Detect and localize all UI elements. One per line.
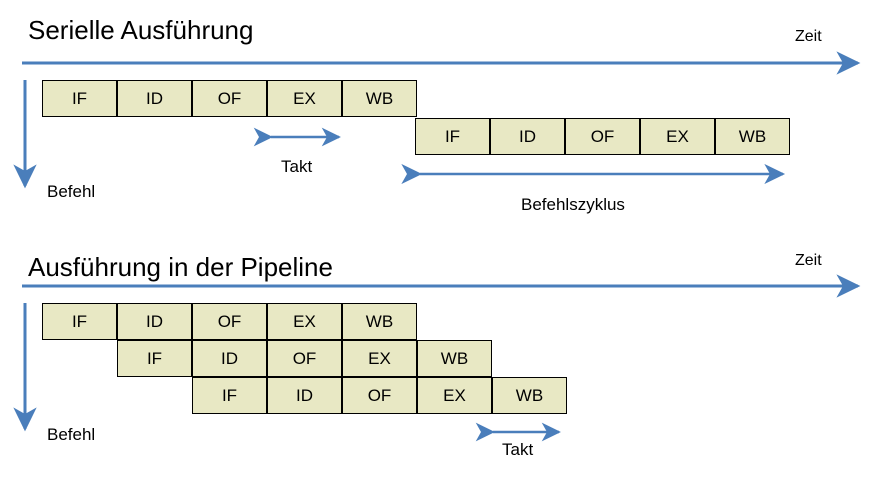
serial-row2-cell-of: OF <box>565 118 640 155</box>
serial-row2-cell-id: ID <box>490 118 565 155</box>
pipeline-row3-cell-id: ID <box>267 377 342 414</box>
pipeline-row2-cell-wb: WB <box>417 340 492 377</box>
pipeline-row1-cell-if: IF <box>42 303 117 340</box>
pipeline-row2-cell-if: IF <box>117 340 192 377</box>
pipeline-section-title: Ausführung in der Pipeline <box>28 252 333 282</box>
serial-row2-cell-if: IF <box>415 118 490 155</box>
pipeline-takt-label: Takt <box>502 440 534 459</box>
pipeline-row2-cell-id: ID <box>192 340 267 377</box>
serial-row1-cell-id: ID <box>117 80 192 117</box>
pipeline-row3-cell-of: OF <box>342 377 417 414</box>
serial-row2-cell-ex: EX <box>640 118 715 155</box>
pipeline-row3-cell-if: IF <box>192 377 267 414</box>
serial-row1-cell-of: OF <box>192 80 267 117</box>
pipeline-row2-cell-ex: EX <box>342 340 417 377</box>
serial-befehlszyklus-label: Befehlszyklus <box>521 195 625 214</box>
pipeline-instruction-axis-label: Befehl <box>47 425 96 444</box>
serial-instruction-axis-label: Befehl <box>47 182 96 201</box>
serial-row1-cell-wb: WB <box>342 80 417 117</box>
serial-row1-cell-ex: EX <box>267 80 342 117</box>
serial-section-title: Serielle Ausführung <box>28 15 254 45</box>
pipeline-row2-cell-of: OF <box>267 340 342 377</box>
serial-takt-label: Takt <box>281 157 313 176</box>
pipeline-row3-cell-wb: WB <box>492 377 567 414</box>
pipeline-row1-cell-id: ID <box>117 303 192 340</box>
serial-time-axis-label: Zeit <box>795 28 822 45</box>
pipeline-row1-cell-of: OF <box>192 303 267 340</box>
pipeline-row1-cell-wb: WB <box>342 303 417 340</box>
pipeline-row1-cell-ex: EX <box>267 303 342 340</box>
serial-row1-cell-if: IF <box>42 80 117 117</box>
pipeline-time-axis-label: Zeit <box>795 252 822 269</box>
serial-row2-cell-wb: WB <box>715 118 790 155</box>
pipeline-row3-cell-ex: EX <box>417 377 492 414</box>
